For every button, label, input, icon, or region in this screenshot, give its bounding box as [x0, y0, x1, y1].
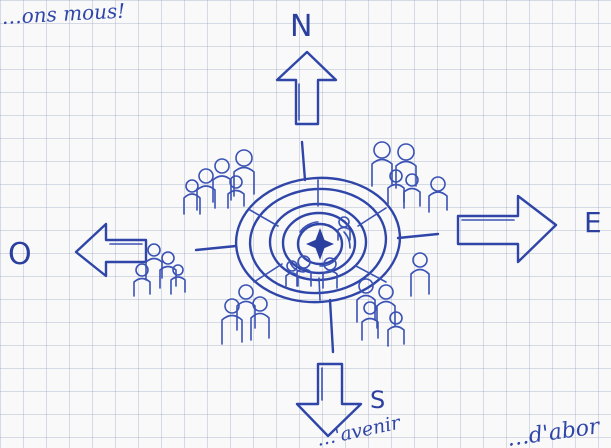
east-label: E: [584, 206, 602, 239]
north-label: N: [290, 9, 312, 44]
arrow-up-icon: [277, 52, 336, 124]
west-label: O: [8, 237, 32, 272]
handwriting-top-left: …ons mous!: [1, 0, 126, 29]
arrow-right-icon: [458, 196, 556, 262]
south-label: S: [370, 386, 385, 414]
handwriting-bottom-right: …d'abor: [505, 414, 602, 448]
handwriting-bottom-center: …'avenir: [314, 411, 404, 448]
